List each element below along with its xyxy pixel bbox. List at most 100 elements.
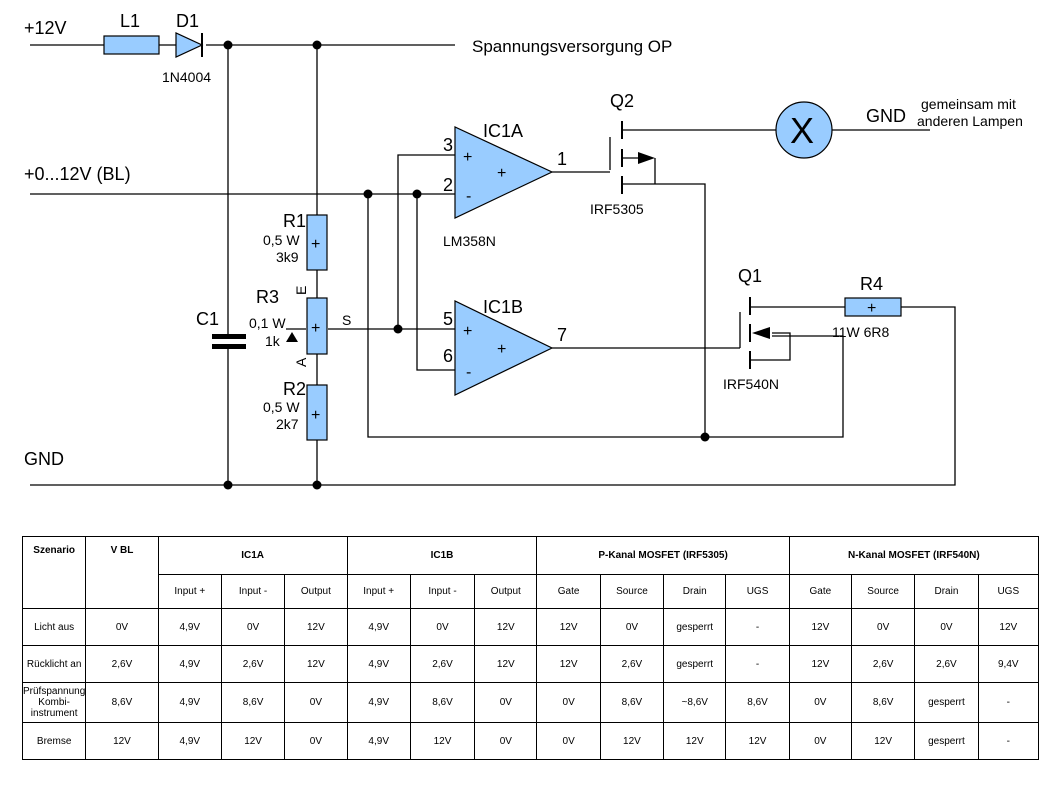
table-cell: 0V	[474, 722, 538, 760]
d1-label: D1	[176, 11, 199, 31]
table-cell: 4,9V	[157, 722, 222, 760]
group-p-mosfet: P-Kanal MOSFET (IRF5305)	[536, 536, 790, 575]
q1-part: IRF540N	[723, 376, 779, 392]
wires	[30, 44, 956, 486]
d1-part: 1N4004	[162, 69, 211, 85]
potentiometer-r3: + R3 0,1 W 1k E A S	[249, 286, 351, 367]
ic1a-part: LM358N	[443, 233, 496, 249]
table-cell: 12V	[474, 608, 538, 646]
table-cell: -	[725, 645, 790, 683]
supply-label: +12V	[24, 18, 67, 38]
table-cell: 12V	[788, 645, 853, 683]
subheader: UGS	[977, 574, 1040, 609]
table-cell: 0V	[85, 608, 159, 646]
col-szenario: Szenario	[21, 536, 87, 609]
subheader: Input -	[409, 574, 476, 609]
subheader: Drain	[914, 574, 979, 609]
table-cell: 0V	[536, 722, 601, 760]
mosfet-q2: Q2 IRF5305	[590, 91, 656, 217]
table-cell: ~8,6V	[663, 682, 727, 723]
group-ic1b: IC1B	[346, 536, 538, 575]
subheader: Drain	[663, 574, 727, 609]
lamp: X GND gemeinsam mit anderen Lampen	[775, 96, 1023, 159]
q1-label: Q1	[738, 266, 762, 286]
col-vbl: V BL	[85, 536, 159, 609]
group-ic1a: IC1A	[157, 536, 348, 575]
capacitor-c1: C1	[196, 309, 246, 349]
table-cell: 8,6V	[409, 682, 476, 723]
subheader: Output	[474, 574, 538, 609]
table-cell: 12V	[284, 608, 348, 646]
mosfet-q1: Q1 IRF540N	[723, 266, 791, 392]
table-cell: 0V	[788, 682, 853, 723]
r2-power: 0,5 W	[263, 399, 300, 415]
svg-text:+: +	[311, 320, 320, 337]
subheader: Input -	[220, 574, 286, 609]
table-cell: 4,9V	[157, 608, 222, 646]
scenario-table: Szenario V BL IC1A IC1B P-Kanal MOSFET (…	[21, 536, 1040, 760]
row-scenario: Bremse	[21, 722, 87, 760]
table-cell: 4,9V	[157, 682, 222, 723]
r4-label: R4	[860, 274, 883, 294]
table-cell: 12V	[788, 608, 853, 646]
svg-text:+: +	[311, 407, 320, 424]
table-cell: 0V	[788, 722, 853, 760]
table-cell: 4,9V	[157, 645, 222, 683]
op-supply-label: Spannungsversorgung OP	[472, 37, 672, 56]
table-cell: 4,9V	[346, 722, 411, 760]
lamp-gnd-label: GND	[866, 106, 906, 126]
table-cell: 2,6V	[220, 645, 286, 683]
table-cell: 2,6V	[914, 645, 979, 683]
row-scenario: Licht aus	[21, 608, 87, 646]
diode-d1: D1 1N4004	[162, 11, 211, 85]
table-cell: 12V	[409, 722, 476, 760]
table-cell: 8,6V	[599, 682, 665, 723]
table-cell: 8,6V	[850, 682, 916, 723]
lamp-symbol: X	[790, 110, 814, 151]
subheader: UGS	[725, 574, 790, 609]
lamp-note-1: gemeinsam mit	[921, 96, 1016, 112]
table-cell: 0V	[409, 608, 476, 646]
q2-label: Q2	[610, 91, 634, 111]
table-cell: 0V	[850, 608, 916, 646]
row-scenario: Rücklicht an	[21, 645, 87, 683]
table-cell: 0V	[220, 608, 286, 646]
table-cell: 9,4V	[977, 645, 1040, 683]
subheader: Source	[599, 574, 665, 609]
table-cell: 12V	[977, 608, 1040, 646]
opamp-ic1b: + - + IC1B 5 6 7	[443, 297, 567, 396]
r1-power: 0,5 W	[263, 232, 300, 248]
inductor-l1: L1	[103, 11, 160, 55]
table-cell: 4,9V	[346, 682, 411, 723]
table-cell: gesperrt	[914, 722, 979, 760]
subheader: Gate	[788, 574, 853, 609]
svg-text:+: +	[311, 236, 320, 253]
pin-3: 3	[443, 135, 453, 155]
subheader: Output	[284, 574, 348, 609]
table-cell: 12V	[284, 645, 348, 683]
r1-value: 3k9	[276, 249, 299, 265]
table-cell: gesperrt	[663, 645, 727, 683]
subheader: Input +	[346, 574, 411, 609]
table-cell: -	[725, 608, 790, 646]
table-cell: 12V	[536, 608, 601, 646]
row-scenario: Prüfspannung Kombi-instrument	[21, 682, 87, 723]
resistor-r2: + R2 0,5 W 2k7	[263, 379, 328, 441]
group-n-mosfet: N-Kanal MOSFET (IRF540N)	[788, 536, 1040, 575]
junction-dots	[223, 40, 710, 490]
r3-s-label: S	[342, 312, 351, 328]
table-cell: 12V	[474, 645, 538, 683]
ic1b-label: IC1B	[483, 297, 523, 317]
bl-label: +0...12V (BL)	[24, 164, 131, 184]
opamp-ic1a: + - + IC1A LM358N 3 2 1	[443, 121, 567, 249]
table-cell: 12V	[850, 722, 916, 760]
r2-value: 2k7	[276, 416, 299, 432]
table-cell: 2,6V	[599, 645, 665, 683]
table-cell: 0V	[914, 608, 979, 646]
table-cell: 0V	[536, 682, 601, 723]
svg-text:+: +	[497, 165, 506, 182]
svg-text:+: +	[497, 341, 506, 358]
subheader: Input +	[157, 574, 222, 609]
pin-6: 6	[443, 346, 453, 366]
